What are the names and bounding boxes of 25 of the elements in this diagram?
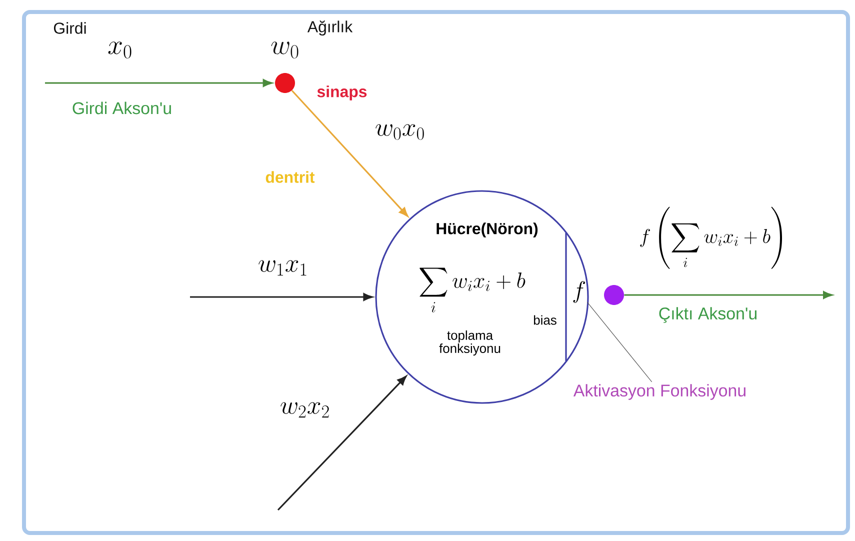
sum-formula: $\sum_i w_i x_i + b$: [420, 268, 526, 312]
edge-label: $w_1x_1$: [258, 260, 306, 276]
axon-label: Çıktı Akson'u: [659, 307, 756, 323]
neuron-heading: Hücre(Nöron): [436, 222, 538, 238]
arrow: [624, 291, 832, 299]
function-label: toplama fonksiyonu: [439, 330, 500, 356]
arrow: [190, 293, 373, 301]
weight-symbol: $w_0$: [271, 42, 298, 58]
activation-symbol: $f$: [573, 281, 585, 303]
synapse-label: sinaps: [317, 86, 367, 100]
weight-label: Ağırlık: [307, 20, 353, 36]
arrow: [45, 79, 272, 87]
dendrite-label: dentrit: [266, 171, 315, 183]
bias-label: bias: [534, 315, 556, 325]
edge-label: $w_2x_2$: [280, 402, 329, 418]
axon-label: Girdi Akson'u: [72, 102, 171, 114]
arrow: [291, 90, 408, 217]
activation-label: Aktivasyon Fonksiyonu: [573, 384, 746, 400]
edge-label: $w_0x_0$: [376, 124, 424, 140]
output-dot: [604, 285, 624, 305]
input-label: Girdi: [54, 22, 86, 34]
arrow: [277, 376, 407, 511]
edge-label: $x_0$: [108, 42, 132, 58]
leader-line: [586, 302, 652, 382]
edge-label: $f\left(\sum_i w_i x_i + b\right)$: [640, 206, 782, 269]
